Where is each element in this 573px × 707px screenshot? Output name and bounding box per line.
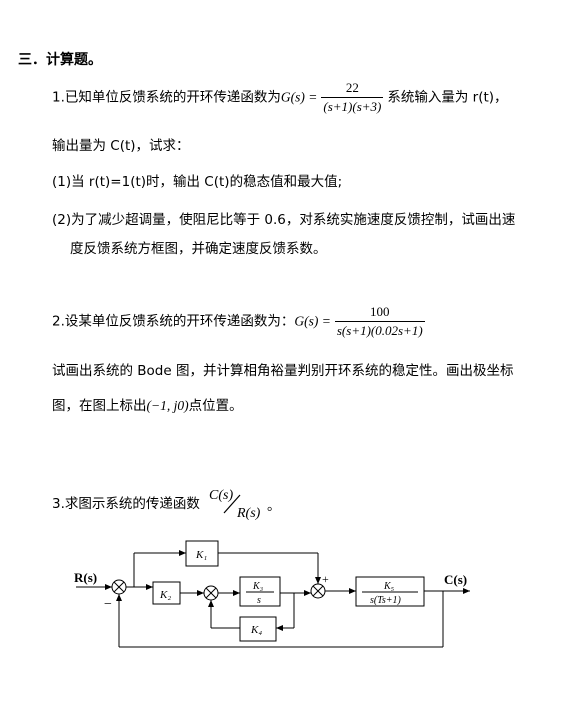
q1-line2: 输出量为 C(t)，试求：	[52, 138, 190, 154]
label-k1: K₁	[195, 549, 207, 561]
label-k2: K₂	[159, 589, 171, 601]
q1-numerator: 22	[321, 79, 384, 98]
q2-denominator: s(s+1)(0.02s+1)	[336, 323, 423, 338]
q2-numerator: 100	[334, 303, 425, 322]
label-k3: K₃	[252, 581, 264, 592]
q1-suffix: 系统输入量为 r(t)，	[387, 89, 508, 106]
q3-prefix: 3.求图示系统的传递函数	[52, 496, 200, 512]
label-plus: +	[322, 572, 329, 586]
q2-prefix: 2.设某单位反馈系统的开环传递函数为：	[52, 313, 295, 330]
q3-ratio-slash	[223, 494, 241, 514]
q2-line3: 图，在图上标出(−1, j0)点位置。	[52, 397, 243, 415]
label-input: R(s)	[74, 570, 97, 585]
label-k4: K₄	[250, 624, 262, 636]
sum-junction-1	[111, 579, 127, 595]
q1-item2-a: (2)为了减少超调量，使阻尼比等于 0.6，对系统实施速度反馈控制，试画出速	[52, 212, 516, 228]
q1-fraction: 22(s+1)(s+3)	[321, 79, 384, 116]
label-k5-den: s(Ts+1)	[370, 595, 402, 606]
sum-junction-2	[203, 585, 219, 601]
q1-prefix: 1.已知单位反馈系统的开环传递函数为	[52, 89, 281, 106]
q1-lhs: G(s) =	[280, 89, 318, 105]
block-k4	[239, 616, 277, 642]
label-minus: −	[104, 597, 112, 612]
q1-line1: 1.已知单位反馈系统的开环传递函数为G(s) =22(s+1)(s+3)系统输入…	[52, 79, 508, 116]
block-k3-integrator	[239, 576, 281, 607]
q3-ratio-den: R(s)	[237, 506, 261, 521]
label-k3-den: s	[257, 595, 261, 606]
label-k5: K₅	[383, 581, 395, 592]
q1-denominator: (s+1)(s+3)	[323, 99, 382, 114]
q2-point: (−1, j0)	[146, 398, 189, 413]
q2-line3-suffix: 点位置。	[188, 398, 243, 414]
label-output: C(s)	[444, 572, 467, 587]
q3-ratio-num: C(s)	[209, 488, 234, 503]
q2-lhs: G(s) =	[294, 313, 331, 329]
q3-suffix: 。	[267, 498, 281, 514]
q2-line3-prefix: 图，在图上标出	[52, 398, 147, 414]
sum-junction-3	[310, 583, 326, 599]
q1-item2-b: 度反馈系统方框图，并确定速度反馈系数。	[70, 241, 327, 257]
q1-item1: (1)当 r(t)=1(t)时，输出 C(t)的稳态值和最大值;	[52, 174, 343, 190]
q2-line2: 试画出系统的 Bode 图，并计算相角裕量判别开环系统的稳定性。画出极坐标	[52, 363, 514, 379]
section-title: 三．计算题。	[18, 52, 102, 68]
